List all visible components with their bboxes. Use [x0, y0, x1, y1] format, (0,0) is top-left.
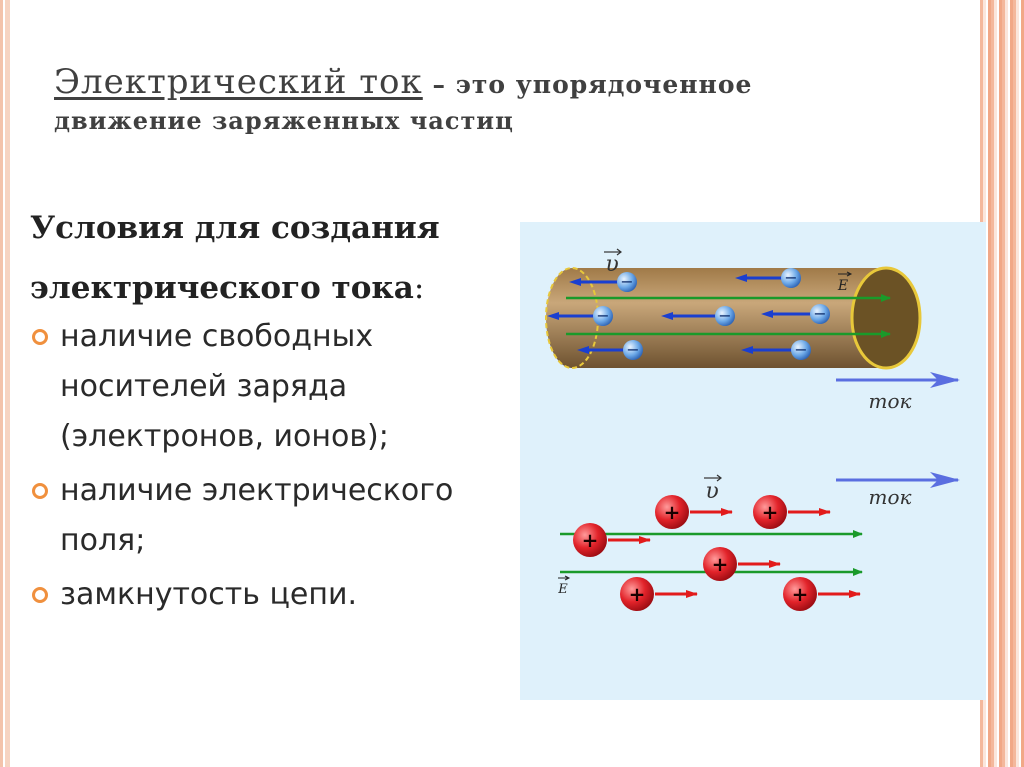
svg-text:−: −	[794, 340, 807, 359]
field-lines	[566, 294, 891, 338]
list-item-text: замкнутость цепи.	[60, 577, 357, 612]
current-arrow-top: ток	[836, 372, 960, 413]
svg-text:E: E	[557, 582, 568, 597]
velocity-label-top: υ	[604, 248, 622, 277]
svg-text:+: +	[792, 582, 809, 606]
conditions-heading-colon: :	[413, 270, 425, 306]
svg-text:−: −	[813, 304, 826, 323]
svg-text:+: +	[762, 500, 779, 524]
svg-text:−: −	[596, 306, 609, 325]
svg-text:υ: υ	[705, 479, 718, 504]
title-line-1: Электрический ток – это упорядоченное	[54, 62, 974, 102]
list-item-text: наличие свободных носителей заряда (элек…	[60, 319, 389, 454]
electron: −	[661, 306, 735, 326]
electron: −	[547, 306, 613, 326]
conditions-heading-text: электрического тока	[30, 270, 414, 306]
title-term: Электрический ток	[54, 62, 423, 102]
bullet-ring-icon	[32, 329, 48, 345]
conditions-heading-line-1: Условия для создания	[30, 210, 440, 246]
field-label-bottom: E	[557, 575, 571, 597]
conditions-heading: Условия для создания электрического тока…	[30, 198, 510, 318]
ion: +	[655, 495, 733, 529]
velocity-label-bottom: υ	[704, 474, 722, 504]
svg-text:+: +	[582, 528, 599, 552]
title-line-2: движение заряженных частиц	[54, 106, 514, 135]
svg-text:−: −	[620, 272, 633, 291]
electron: −	[569, 272, 637, 292]
svg-text:+: +	[664, 500, 681, 524]
list-item: замкнутость цепи.	[30, 570, 500, 620]
ion: +	[573, 523, 651, 557]
svg-text:E: E	[837, 278, 848, 294]
bullet-ring-icon	[32, 587, 48, 603]
svg-text:−: −	[626, 340, 639, 359]
electron: −	[735, 268, 801, 288]
ion: +	[703, 547, 781, 581]
svg-text:ток: ток	[869, 485, 912, 509]
ion: +	[753, 495, 831, 529]
electron: −	[761, 304, 830, 324]
field-label-top: E	[837, 271, 853, 294]
bullet-ring-icon	[32, 483, 48, 499]
ions: + + + +	[573, 495, 861, 611]
slide-title: Электрический ток – это упорядоченное дв…	[54, 62, 974, 135]
electrons: − − − −	[547, 268, 830, 360]
conditions-heading-line-2: электрического тока:	[30, 258, 510, 318]
list-item: наличие свободных носителей заряда (элек…	[30, 312, 500, 462]
list-item-text: наличие электрического поля;	[60, 473, 454, 558]
svg-text:+: +	[629, 582, 646, 606]
current-arrow-bottom: ток	[836, 472, 960, 509]
list-item: наличие электрического поля;	[30, 466, 500, 566]
right-stripes-decoration	[980, 0, 1024, 767]
current-illustration: − − − −	[520, 222, 986, 700]
svg-text:−: −	[784, 268, 797, 287]
ion: +	[783, 577, 861, 611]
ion: +	[620, 577, 698, 611]
title-definition-start: – это упорядоченное	[422, 70, 753, 99]
current-illustration-svg: − − − −	[545, 248, 960, 611]
conditions-list: наличие свободных носителей заряда (элек…	[30, 312, 500, 624]
svg-text:υ: υ	[605, 252, 618, 277]
svg-text:−: −	[718, 306, 731, 325]
svg-text:+: +	[712, 552, 729, 576]
svg-text:ток: ток	[869, 389, 912, 413]
left-border-decoration	[0, 0, 10, 767]
electron: −	[577, 340, 643, 360]
electron: −	[741, 340, 811, 360]
